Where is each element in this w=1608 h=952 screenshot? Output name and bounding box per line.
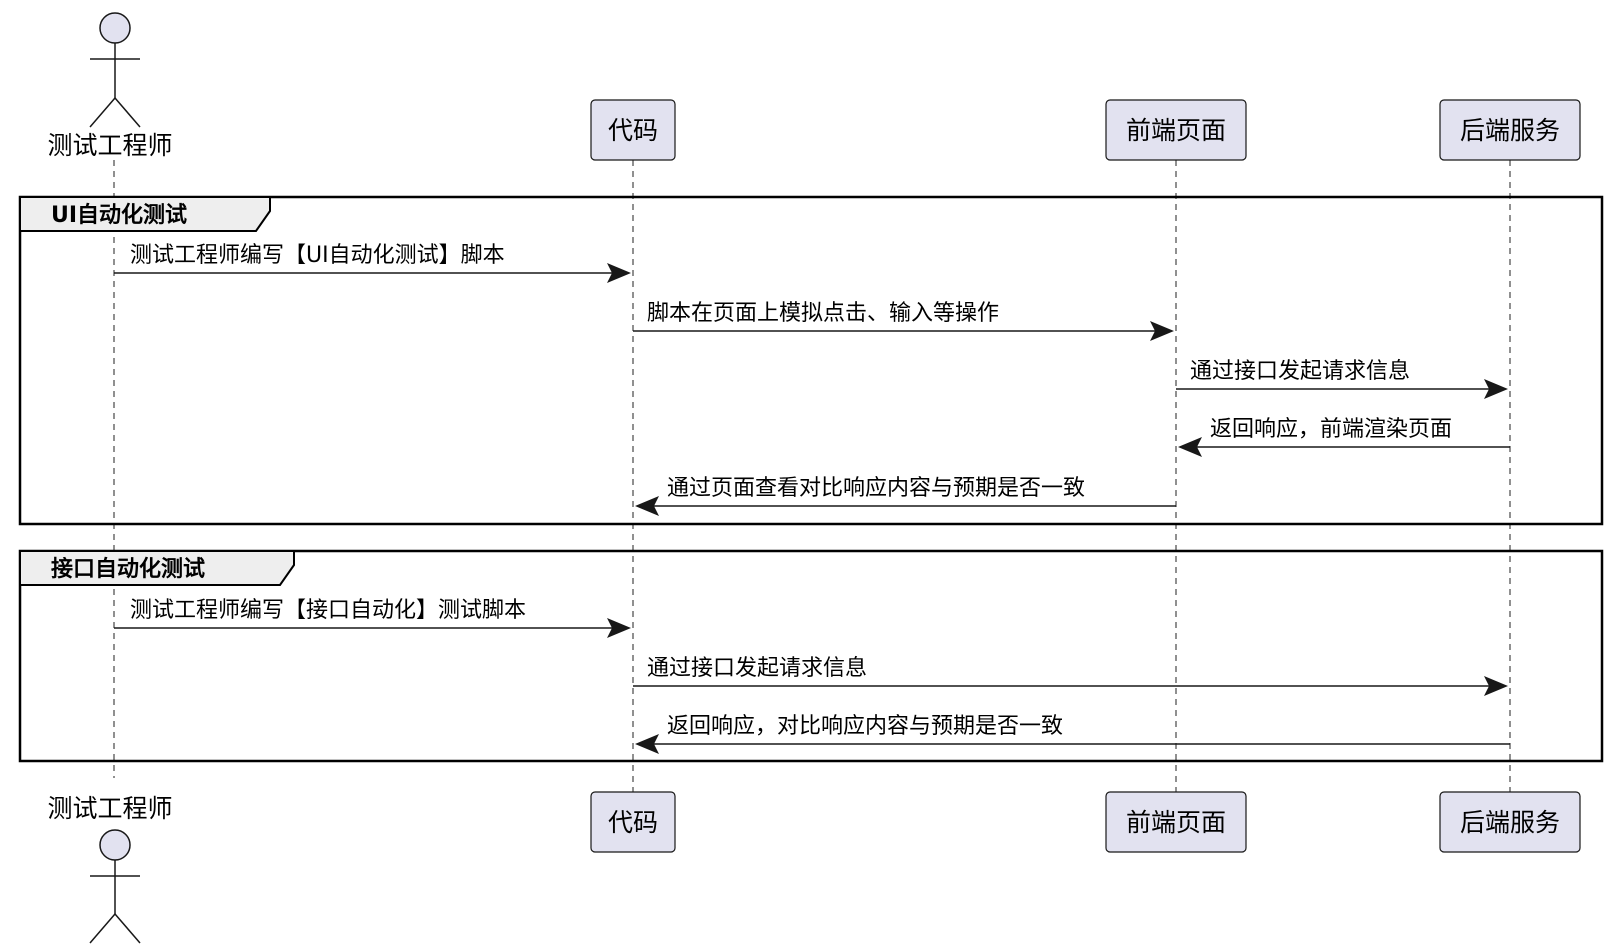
participant-label: 前端页面: [1126, 808, 1226, 837]
message-label: 返回响应，对比响应内容与预期是否一致: [667, 714, 1063, 739]
arrow-head: [1178, 437, 1202, 457]
message-label: 测试工程师编写【UI自动化测试】脚本: [130, 243, 505, 268]
participant-label: 后端服务: [1460, 808, 1560, 837]
message-write-ui-script: 测试工程师编写【UI自动化测试】脚本: [114, 243, 631, 283]
arrow-head: [607, 263, 631, 283]
message-api-request: 通过接口发起请求信息: [633, 656, 1508, 696]
actor-label: 测试工程师: [47, 794, 172, 823]
actor-tester-top: 测试工程师: [47, 12, 173, 160]
message-label: 脚本在页面上模拟点击、输入等操作: [647, 301, 999, 326]
participant-label: 代码: [608, 116, 658, 145]
message-api-return-compare: 返回响应，对比响应内容与预期是否一致: [635, 714, 1510, 754]
message-label: 通过接口发起请求信息: [1190, 359, 1410, 384]
actor-head: [99, 829, 131, 861]
arrow-head: [1150, 321, 1174, 341]
arrow-head: [607, 618, 631, 638]
actor-tester-bottom: 测试工程师: [47, 794, 173, 944]
group-title: UI自动化测试: [51, 202, 187, 228]
message-label: 通过接口发起请求信息: [647, 656, 867, 681]
message-compare-page: 通过页面查看对比响应内容与预期是否一致: [635, 476, 1176, 516]
group-ui-automation: UI自动化测试: [18, 195, 1604, 526]
group-title: 接口自动化测试: [51, 556, 205, 582]
arrow-head: [635, 496, 659, 516]
arrow-head: [1484, 379, 1508, 399]
participant-label: 代码: [608, 808, 658, 837]
actor-label: 测试工程师: [47, 131, 172, 160]
participant-backend-top: 后端服务: [1439, 99, 1581, 161]
participant-frontend-top: 前端页面: [1105, 99, 1247, 161]
message-write-api-script: 测试工程师编写【接口自动化】测试脚本: [114, 598, 631, 638]
group-tab: [19, 196, 271, 232]
participant-frontend-bottom: 前端页面: [1105, 791, 1247, 853]
message-label: 测试工程师编写【接口自动化】测试脚本: [130, 598, 526, 623]
actor-leg-left: [89, 913, 116, 944]
actor-leg-right: [114, 97, 141, 128]
actor-head: [99, 12, 131, 44]
group-tab: [19, 550, 295, 586]
actor-leg-left: [89, 97, 116, 128]
message-label: 通过页面查看对比响应内容与预期是否一致: [667, 476, 1085, 501]
message-return-render: 返回响应，前端渲染页面: [1178, 417, 1510, 457]
actor-leg-right: [114, 913, 141, 944]
participant-code-bottom: 代码: [590, 791, 676, 853]
participant-label: 前端页面: [1126, 116, 1226, 145]
group-api-automation: 接口自动化测试: [18, 549, 1604, 763]
participant-backend-bottom: 后端服务: [1439, 791, 1581, 853]
arrow-head: [635, 734, 659, 754]
message-send-request: 通过接口发起请求信息: [1176, 359, 1508, 399]
message-label: 返回响应，前端渲染页面: [1210, 417, 1452, 442]
participant-label: 后端服务: [1460, 116, 1560, 145]
participant-code-top: 代码: [590, 99, 676, 161]
message-simulate-actions: 脚本在页面上模拟点击、输入等操作: [633, 301, 1174, 341]
arrow-head: [1484, 676, 1508, 696]
